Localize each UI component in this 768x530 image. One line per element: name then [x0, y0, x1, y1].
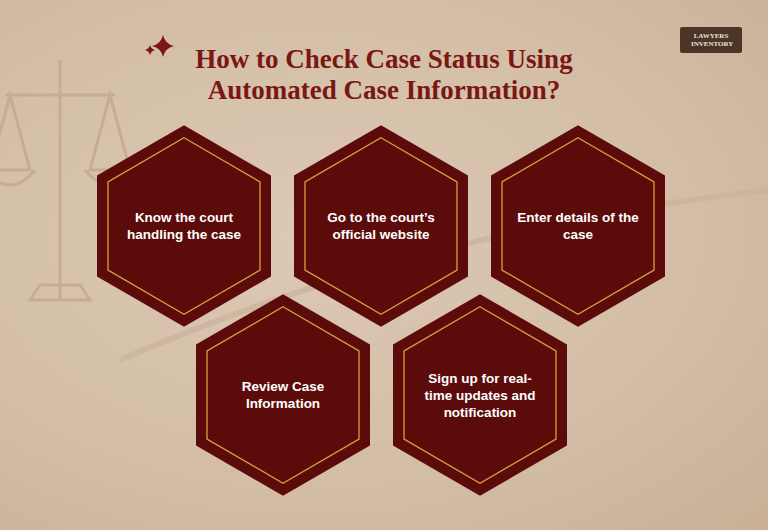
hexagon-step: Review Case Information — [195, 293, 371, 497]
hexagon-inner-outline — [404, 307, 556, 483]
hexagon-step: Sign up for real-time updates and notifi… — [392, 293, 568, 497]
diagram-title: How to Check Case Status Using Automated… — [154, 44, 614, 106]
hexagon-shape — [490, 124, 666, 328]
logo-text: LAWYERS INVENTORY — [691, 32, 731, 48]
hexagon-inner-outline — [108, 138, 260, 314]
logo-badge: LAWYERS INVENTORY — [680, 27, 742, 53]
sparkle-star — [145, 45, 155, 55]
hexagon-fill — [196, 294, 370, 496]
hexagon-fill — [97, 125, 271, 327]
hexagon-fill — [393, 294, 567, 496]
hexagon-inner-outline — [207, 307, 359, 483]
hexagon-fill — [491, 125, 665, 327]
hexagon-shape — [96, 124, 272, 328]
hexagon-inner-outline — [305, 138, 457, 314]
step-text: Know the court handling the case — [120, 209, 248, 243]
hexagon-inner-outline — [502, 138, 654, 314]
sparkle-star — [152, 35, 174, 57]
hexagon-step: Go to the court’s official website — [293, 124, 469, 328]
step-text: Enter details of the case — [514, 209, 642, 243]
hexagon-step: Enter details of the case — [490, 124, 666, 328]
hexagon-shape — [195, 293, 371, 497]
hexagon-fill — [294, 125, 468, 327]
hexagon-shape — [293, 124, 469, 328]
step-text: Sign up for real-time updates and notifi… — [416, 370, 544, 421]
hexagon-step: Know the court handling the case — [96, 124, 272, 328]
step-text: Go to the court’s official website — [317, 209, 445, 243]
step-text: Review Case Information — [219, 378, 347, 412]
